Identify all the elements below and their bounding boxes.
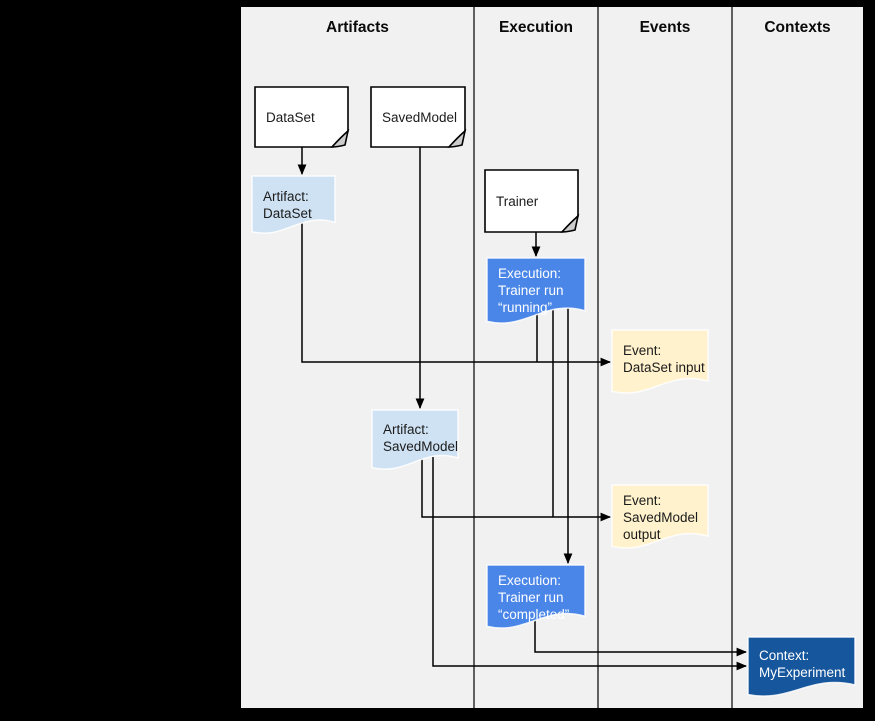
event-savedmodel-output-node-label: Event: SavedModel output — [623, 493, 699, 542]
execution-running-node — [486, 257, 586, 324]
event-savedmodel-output-node — [611, 484, 709, 549]
context-myexperiment-node — [747, 636, 856, 697]
connectors — [297, 147, 748, 671]
column-header-artifacts: Artifacts — [326, 19, 389, 36]
execution-completed-node — [486, 564, 586, 629]
edge-artifact-savedmodel-to-context — [432, 457, 748, 671]
dataset-node-label: DataSet — [266, 109, 315, 125]
column-header-contexts: Contexts — [764, 19, 831, 36]
context-myexperiment-node-label: Context: MyExperiment — [759, 648, 846, 680]
artifact-savedmodel-node-label: Artifact: SavedModel — [383, 422, 459, 454]
artifact-dataset-node-label: Artifact: DataSet — [263, 189, 312, 221]
savedmodel-node-label: SavedModel — [382, 109, 458, 125]
trainer-node-fold-icon — [560, 213, 580, 233]
edge-execution-completed-to-context — [534, 612, 748, 657]
event-dataset-input-node — [611, 329, 709, 394]
event-dataset-input-node-label: Event: DataSet input — [623, 343, 705, 375]
column-header-events: Events — [639, 19, 691, 36]
lineage-diagram: Artifacts Execution Events Contexts Data… — [241, 7, 863, 708]
savedmodel-node-fold-icon — [447, 128, 467, 148]
execution-running-node-label: Execution: Trainer run “running” — [498, 266, 564, 315]
artifact-savedmodel-node — [371, 409, 459, 470]
edge-artifact-savedmodel-to-event-output — [421, 457, 612, 522]
diagram-layer — [251, 7, 856, 708]
edge-artifact-dataset-to-event-input — [301, 217, 612, 367]
nodes — [251, 86, 856, 697]
trainer-node-label: Trainer — [496, 193, 539, 209]
column-header-execution: Execution — [498, 19, 574, 36]
execution-completed-node-label: Execution: Trainer run “completed” — [498, 573, 570, 622]
column-dividers — [473, 7, 733, 708]
artifact-dataset-node — [251, 175, 336, 234]
dataset-node-fold-icon — [330, 128, 350, 148]
